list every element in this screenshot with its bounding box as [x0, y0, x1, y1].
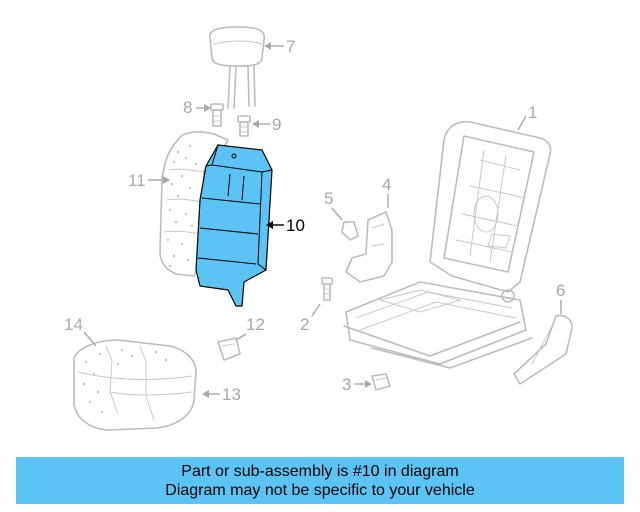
- part-2-bolt: [321, 277, 333, 301]
- callout-7: 7: [264, 37, 295, 56]
- part-11-seatback-cover: [159, 131, 229, 277]
- callout-1: 1: [517, 103, 537, 131]
- svg-text:1: 1: [528, 103, 537, 122]
- callout-14: 14: [64, 315, 97, 347]
- svg-text:14: 14: [64, 315, 83, 334]
- part-9-guide: [237, 115, 251, 137]
- callout-11: 11: [128, 171, 170, 190]
- callout-8: 8: [183, 98, 211, 117]
- callout-13: 13: [202, 385, 241, 404]
- svg-text:10: 10: [286, 216, 305, 235]
- part-10-seatback-pad: [195, 144, 273, 307]
- svg-text:4: 4: [382, 175, 391, 194]
- svg-text:2: 2: [300, 315, 309, 334]
- part-5-clip: [341, 221, 359, 241]
- svg-text:13: 13: [222, 385, 241, 404]
- svg-text:8: 8: [183, 98, 192, 117]
- info-banner: Part or sub-assembly is #10 in diagram D…: [16, 457, 624, 504]
- part-4-bracket: [345, 211, 393, 283]
- part-13-seat-cushion: [73, 339, 197, 431]
- callout-12: 12: [235, 315, 265, 341]
- svg-text:5: 5: [324, 189, 333, 208]
- callout-5: 5: [324, 189, 343, 221]
- svg-text:6: 6: [556, 281, 565, 300]
- part-12-bracket: [217, 337, 241, 361]
- callout-3: 3: [342, 375, 372, 394]
- banner-line-1: Part or sub-assembly is #10 in diagram: [181, 462, 459, 480]
- callout-6: 6: [556, 281, 565, 314]
- part-3-clip: [371, 373, 391, 391]
- svg-text:12: 12: [246, 315, 265, 334]
- parts-diagram: 1 2 3 4 5 6 7 8 9 10 11: [64, 26, 573, 431]
- svg-text:7: 7: [286, 37, 295, 56]
- svg-text:9: 9: [272, 115, 281, 134]
- callout-2: 2: [300, 303, 321, 334]
- part-1-seat-frame: [343, 120, 552, 369]
- svg-text:11: 11: [128, 171, 146, 190]
- callout-9: 9: [252, 115, 281, 134]
- banner-line-2: Diagram may not be specific to your vehi…: [165, 481, 475, 499]
- svg-text:3: 3: [342, 375, 351, 394]
- part-6-side-cover: [513, 314, 573, 385]
- callout-4: 4: [382, 175, 391, 208]
- part-8-guide: [210, 103, 224, 127]
- callout-10: 10: [266, 216, 305, 235]
- part-7-headrest: [209, 26, 266, 109]
